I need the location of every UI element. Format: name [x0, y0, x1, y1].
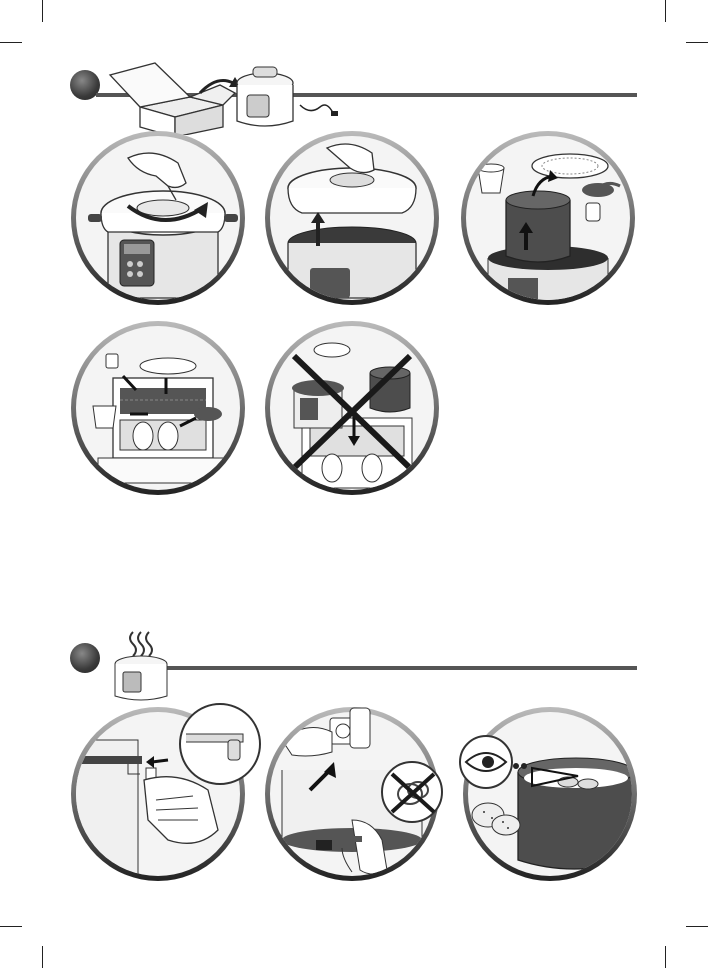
- crop-mark: [686, 42, 708, 43]
- crop-mark: [686, 926, 708, 927]
- crop-mark: [665, 946, 666, 968]
- unboxing-illustration: [105, 55, 355, 135]
- section-divider: [165, 666, 637, 670]
- crop-mark: [0, 926, 22, 927]
- step-panel-insert-condensation-collector: [68, 700, 263, 885]
- crop-mark: [42, 946, 43, 968]
- step-panel-remove-lid: [262, 128, 442, 308]
- step-panel-remove-bowl: [458, 128, 638, 308]
- crop-mark: [0, 42, 22, 43]
- step-panel-dishwasher-not-ok: [262, 318, 442, 498]
- step-panel-dishwasher-ok: [68, 318, 248, 498]
- step-panel-check-fill-level: [448, 700, 643, 885]
- cooker-steam-illustration: [105, 628, 175, 708]
- crop-mark: [665, 0, 666, 22]
- step-panel-unlock-lid: [68, 128, 248, 308]
- step-marker: [70, 643, 100, 673]
- step-panel-plug-in-cord: [262, 700, 462, 885]
- crop-mark: [42, 0, 43, 22]
